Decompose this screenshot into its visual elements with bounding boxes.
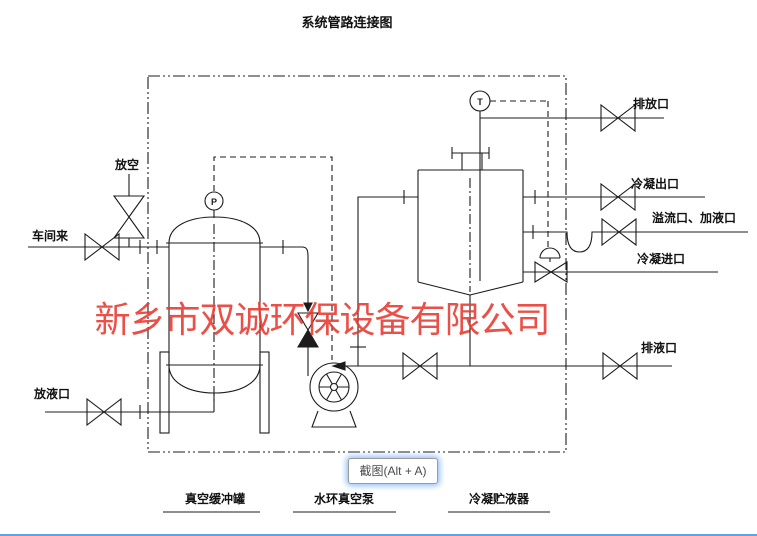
discharge-header [331, 190, 672, 381]
caption-water-ring-pump: 水环真空泵 [313, 492, 375, 506]
tank-leg-left [159, 351, 170, 434]
overflow-valve-icon [601, 217, 637, 247]
company-watermark: 新乡市双诚环保设备有限公司 [94, 299, 550, 340]
port-label-discharge: 排放口 [632, 97, 670, 111]
port-label-condensate-outlet: 冷凝出口 [630, 177, 680, 191]
port-label-overflow-fill: 溢流口、加液口 [651, 211, 737, 225]
port-label-vent: 放空 [114, 158, 140, 172]
caption-vacuum-buffer-tank: 真空缓冲罐 [184, 492, 246, 506]
port-label-from-workshop: 车间来 [31, 229, 69, 243]
vent-valve-icon [112, 195, 146, 239]
overflow-fill-line [523, 217, 748, 253]
discharge-port-line [480, 103, 664, 133]
temperature-gauge-label: T [477, 97, 483, 107]
top-nozzle [451, 147, 490, 170]
pump-base [311, 410, 357, 428]
tank-leg-right [259, 351, 270, 434]
pressure-gauge-label: P [211, 197, 217, 207]
vacuum-buffer-tank: P [159, 191, 270, 434]
condensate-receiver: T [417, 90, 549, 366]
selection-edge [0, 534, 757, 536]
temperature-capillary-dashed [490, 100, 549, 247]
check-valve-icon [297, 312, 319, 332]
port-label-condensate-inlet: 冷凝进口 [636, 252, 686, 266]
condensate-inlet-line [523, 247, 718, 283]
caption-condensate-receiver: 冷凝贮液器 [468, 492, 530, 506]
vent-line [112, 174, 146, 247]
workshop-inlet-line [28, 232, 169, 262]
tank-drain-line [45, 393, 215, 427]
drain-valve-icon [86, 397, 122, 427]
discharge-port-valve-icon [600, 103, 636, 133]
impeller-icon [319, 373, 349, 401]
discharge-valve-icon [402, 351, 438, 381]
diaphragm-actuator-icon [539, 247, 561, 262]
thermostatic-valve-icon [534, 261, 568, 283]
inlet-valve-icon [84, 232, 120, 262]
condensate-outlet-line [523, 182, 705, 212]
water-ring-pump [309, 362, 359, 428]
port-label-liquid-drain: 放液口 [33, 387, 71, 401]
diagram-title: 系统管路连接图 [301, 15, 393, 30]
flow-arrow-down-icon [303, 302, 313, 313]
port-label-waste-drain: 排液口 [640, 341, 678, 355]
system-boundary [147, 75, 567, 453]
instrument-line-dashed [213, 156, 333, 360]
waste-drain-valve-icon [602, 351, 638, 381]
condensate-outlet-valve-icon [600, 182, 636, 212]
screenshot-tooltip: 截图(Alt + A) [348, 458, 438, 484]
pump-suction-line [260, 240, 319, 376]
flow-arrow-left-icon [331, 361, 346, 371]
